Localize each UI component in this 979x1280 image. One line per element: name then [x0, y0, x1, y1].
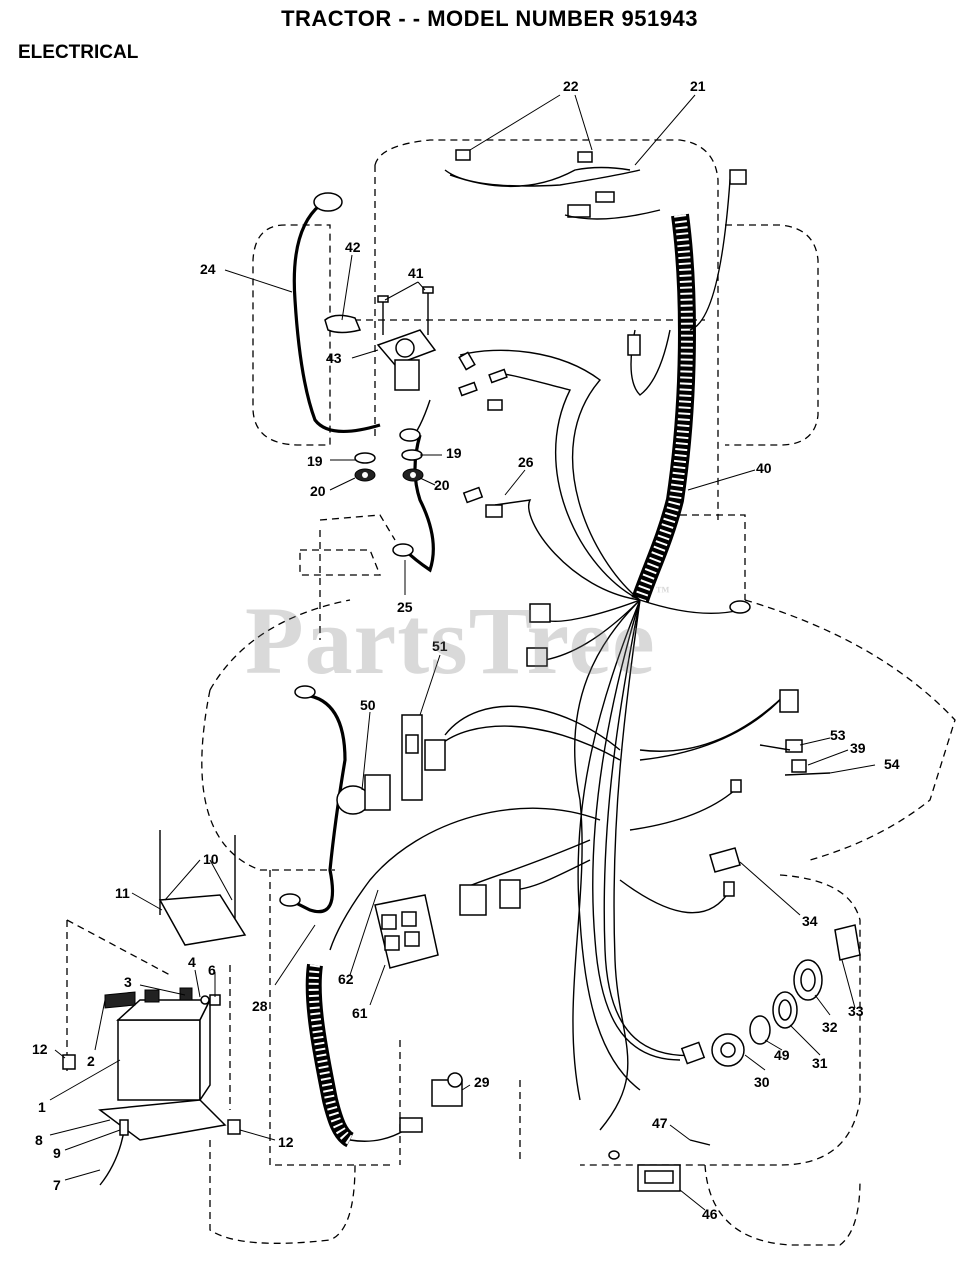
callout-7: 7 — [53, 1177, 61, 1193]
callout-11: 11 — [115, 885, 130, 901]
callout-12a: 12 — [32, 1041, 48, 1057]
hour-meter — [637, 1139, 711, 1192]
callout-42: 42 — [345, 239, 361, 255]
callout-54: 54 — [884, 756, 900, 772]
callout-53: 53 — [830, 727, 846, 743]
callout-19a: 19 — [307, 453, 323, 469]
callout-33: 33 — [848, 1003, 864, 1019]
callout-20a: 20 — [310, 483, 326, 499]
callout-47: 47 — [652, 1115, 668, 1131]
callout-24: 24 — [200, 261, 216, 277]
solenoid-assembly — [324, 286, 437, 391]
washers-nuts — [354, 449, 424, 482]
callout-34: 34 — [802, 913, 818, 929]
lower-conduit — [305, 963, 423, 1148]
callout-41: 41 — [408, 265, 424, 281]
socket-assembly — [711, 924, 861, 1067]
callout-49: 49 — [774, 1047, 790, 1063]
callout-21: 21 — [690, 78, 706, 94]
callout-6: 6 — [208, 962, 216, 978]
control-module — [374, 894, 439, 969]
leader-lines — [49, 94, 876, 1211]
callout-61: 61 — [352, 1005, 368, 1021]
callout-26: 26 — [518, 454, 534, 470]
callout-51: 51 — [432, 638, 448, 654]
callout-2: 2 — [87, 1053, 95, 1069]
callout-43: 43 — [326, 350, 342, 366]
harness-connectors — [424, 351, 799, 1160]
callout-39: 39 — [850, 740, 866, 756]
tractor-outline — [66, 139, 956, 1246]
callout-31: 31 — [812, 1055, 828, 1071]
callout-22: 22 — [563, 78, 579, 94]
battery-assembly — [62, 830, 247, 1186]
callout-29: 29 — [474, 1074, 490, 1090]
callout-9: 9 — [53, 1145, 61, 1161]
callout-8: 8 — [35, 1132, 43, 1148]
section-label: ELECTRICAL — [18, 42, 139, 63]
callout-1: 1 — [38, 1099, 46, 1115]
callout-4: 4 — [188, 954, 196, 970]
callout-3: 3 — [124, 974, 132, 990]
page-title: TRACTOR - - MODEL NUMBER 951943 — [281, 6, 698, 31]
callout-labels: 22 21 24 42 41 43 19 19 20 20 26 40 25 5… — [32, 78, 900, 1222]
callout-32: 32 — [822, 1019, 838, 1035]
callout-46: 46 — [702, 1206, 718, 1222]
callout-25: 25 — [397, 599, 413, 615]
relay-29 — [431, 1072, 463, 1107]
main-harness-wires — [329, 349, 791, 1131]
fuse-holder — [759, 739, 831, 776]
callout-40: 40 — [756, 460, 772, 476]
switch-34 — [709, 847, 741, 873]
callout-62: 62 — [338, 971, 354, 987]
callout-19b: 19 — [446, 445, 462, 461]
battery-cables — [279, 192, 435, 914]
callout-10: 10 — [203, 851, 219, 867]
headlight-harness — [444, 149, 661, 220]
harness-conduit — [627, 169, 747, 603]
callout-20b: 20 — [434, 477, 450, 493]
callout-28: 28 — [252, 998, 268, 1014]
callout-12b: 12 — [278, 1134, 294, 1150]
callout-50: 50 — [360, 697, 376, 713]
callout-30: 30 — [754, 1074, 770, 1090]
ignition-switch — [336, 714, 423, 815]
